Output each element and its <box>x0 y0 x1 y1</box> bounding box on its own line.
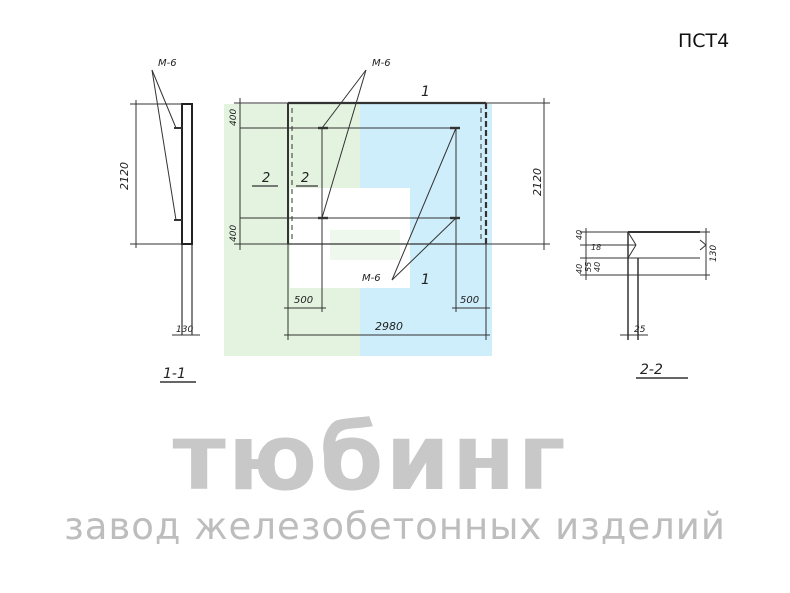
product-code: ПСТ4 <box>678 30 730 52</box>
main-plan-view <box>234 69 550 340</box>
dim-thickness-left: 130 <box>176 325 193 335</box>
detail-dim-2: 18 <box>591 243 601 252</box>
section-mark-bottom: 1 <box>421 272 430 288</box>
brand-tagline: завод железобетонных изделий <box>64 505 726 548</box>
detail-depth: 25 <box>634 325 646 335</box>
side-section-mark-left: 2 <box>262 171 270 186</box>
dim-width: 2980 <box>375 320 403 333</box>
side-section-mark-right: 2 <box>301 171 309 186</box>
brand-name: тюбинг <box>172 404 568 511</box>
detail-thickness: 130 <box>709 245 719 262</box>
dim-height-right: 2120 <box>531 168 544 196</box>
detail-dim-3: 40 <box>575 264 584 274</box>
section-1-1-label: 1-1 <box>163 366 186 382</box>
section-2-2-view <box>580 228 710 379</box>
dim-edge-offset-right: 500 <box>460 295 479 306</box>
dim-anchor-offset-top: 400 <box>229 109 239 126</box>
anchor-label-top: М-6 <box>372 58 391 69</box>
dim-anchor-offset-bottom: 400 <box>229 225 239 242</box>
section-1-1-view <box>130 69 200 383</box>
detail-dim-4: 55 <box>584 262 593 272</box>
logo-watermark <box>224 104 492 356</box>
section-mark-top: 1 <box>421 84 430 100</box>
anchor-label-bottom: М-6 <box>362 273 381 284</box>
detail-dim-1: 40 <box>575 230 584 240</box>
section-2-2-label: 2-2 <box>640 362 663 378</box>
dim-height-left: 2120 <box>118 162 131 190</box>
anchor-label-left: М-6 <box>158 58 177 69</box>
detail-dim-5: 40 <box>593 262 602 272</box>
dim-edge-offset-left: 500 <box>294 295 313 306</box>
